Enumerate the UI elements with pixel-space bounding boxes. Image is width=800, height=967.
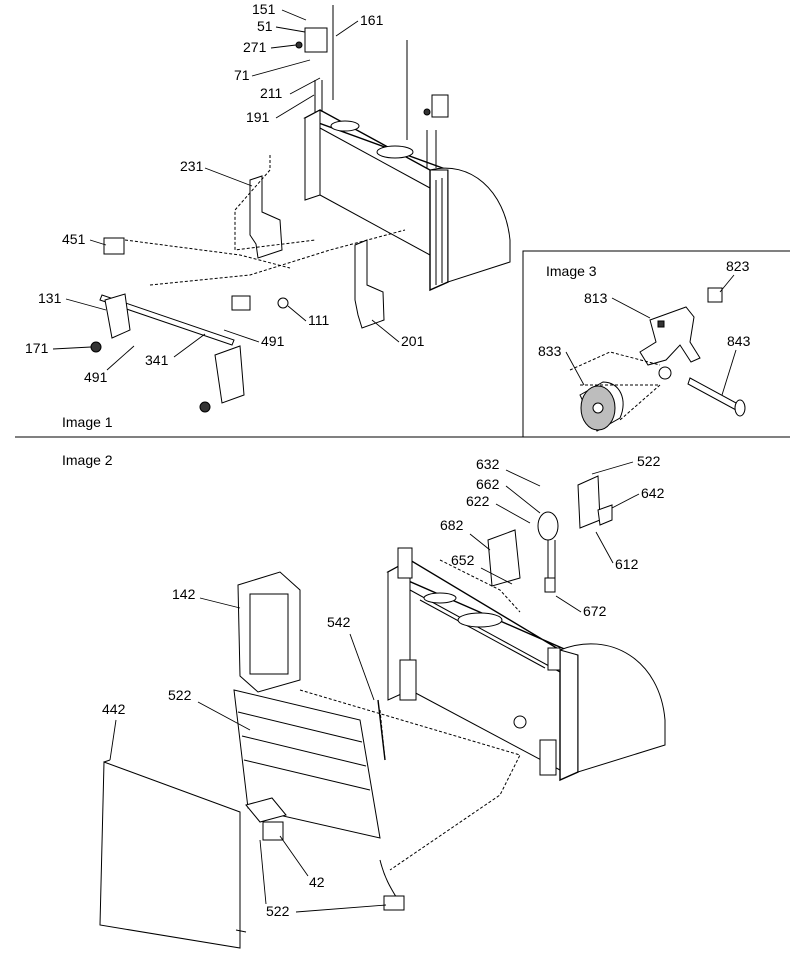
callout-542: 542: [327, 614, 351, 630]
callout-111: 111: [308, 312, 329, 328]
callout-522-left: 522: [168, 687, 192, 703]
image1-assembly: [90, 5, 511, 413]
callout-451: 451: [62, 231, 86, 247]
callout-42: 42: [309, 874, 325, 890]
callout-672: 672: [583, 603, 607, 619]
callout-662: 662: [476, 476, 500, 492]
image2-callouts: Image 2 632 522 662 642 622 682 652 612 …: [62, 452, 665, 919]
callout-211: 211: [260, 85, 283, 101]
section-dividers: [15, 250, 790, 438]
section-title-image1: Image 1: [62, 414, 113, 430]
callout-652: 652: [451, 552, 475, 568]
callout-682: 682: [440, 517, 464, 533]
section-title-image2: Image 2: [62, 452, 113, 468]
callout-813: 813: [584, 290, 608, 306]
callout-151: 151: [252, 1, 276, 17]
image3-callouts: Image 3 823 813 833 843: [538, 258, 751, 396]
callout-522-bottom: 522: [266, 903, 290, 919]
callout-612: 612: [615, 556, 639, 572]
callout-341: 341: [145, 352, 169, 368]
callout-131: 131: [38, 290, 62, 306]
callout-271: 271: [243, 39, 267, 55]
callout-171: 171: [25, 340, 49, 356]
callout-142: 142: [172, 586, 196, 602]
image2-assembly: [99, 475, 666, 949]
callout-622: 622: [466, 493, 490, 509]
callout-823: 823: [726, 258, 750, 274]
callout-491-right: 491: [261, 333, 285, 349]
section-title-image3: Image 3: [546, 263, 597, 279]
callout-71: 71: [234, 67, 250, 83]
image1-callouts: 151 51 161 271 71 211 191 231 451 131 17…: [25, 1, 425, 430]
callout-522-top: 522: [637, 453, 661, 469]
callout-51: 51: [257, 18, 273, 34]
callout-161: 161: [360, 12, 384, 28]
callout-833: 833: [538, 343, 562, 359]
callout-201: 201: [401, 333, 425, 349]
callout-843: 843: [727, 333, 751, 349]
image3-assembly: [569, 287, 746, 432]
callout-632: 632: [476, 456, 500, 472]
callout-231: 231: [180, 158, 204, 174]
callout-491-left: 491: [84, 369, 108, 385]
callout-442: 442: [102, 701, 126, 717]
callout-191: 191: [246, 109, 270, 125]
callout-642: 642: [641, 485, 665, 501]
